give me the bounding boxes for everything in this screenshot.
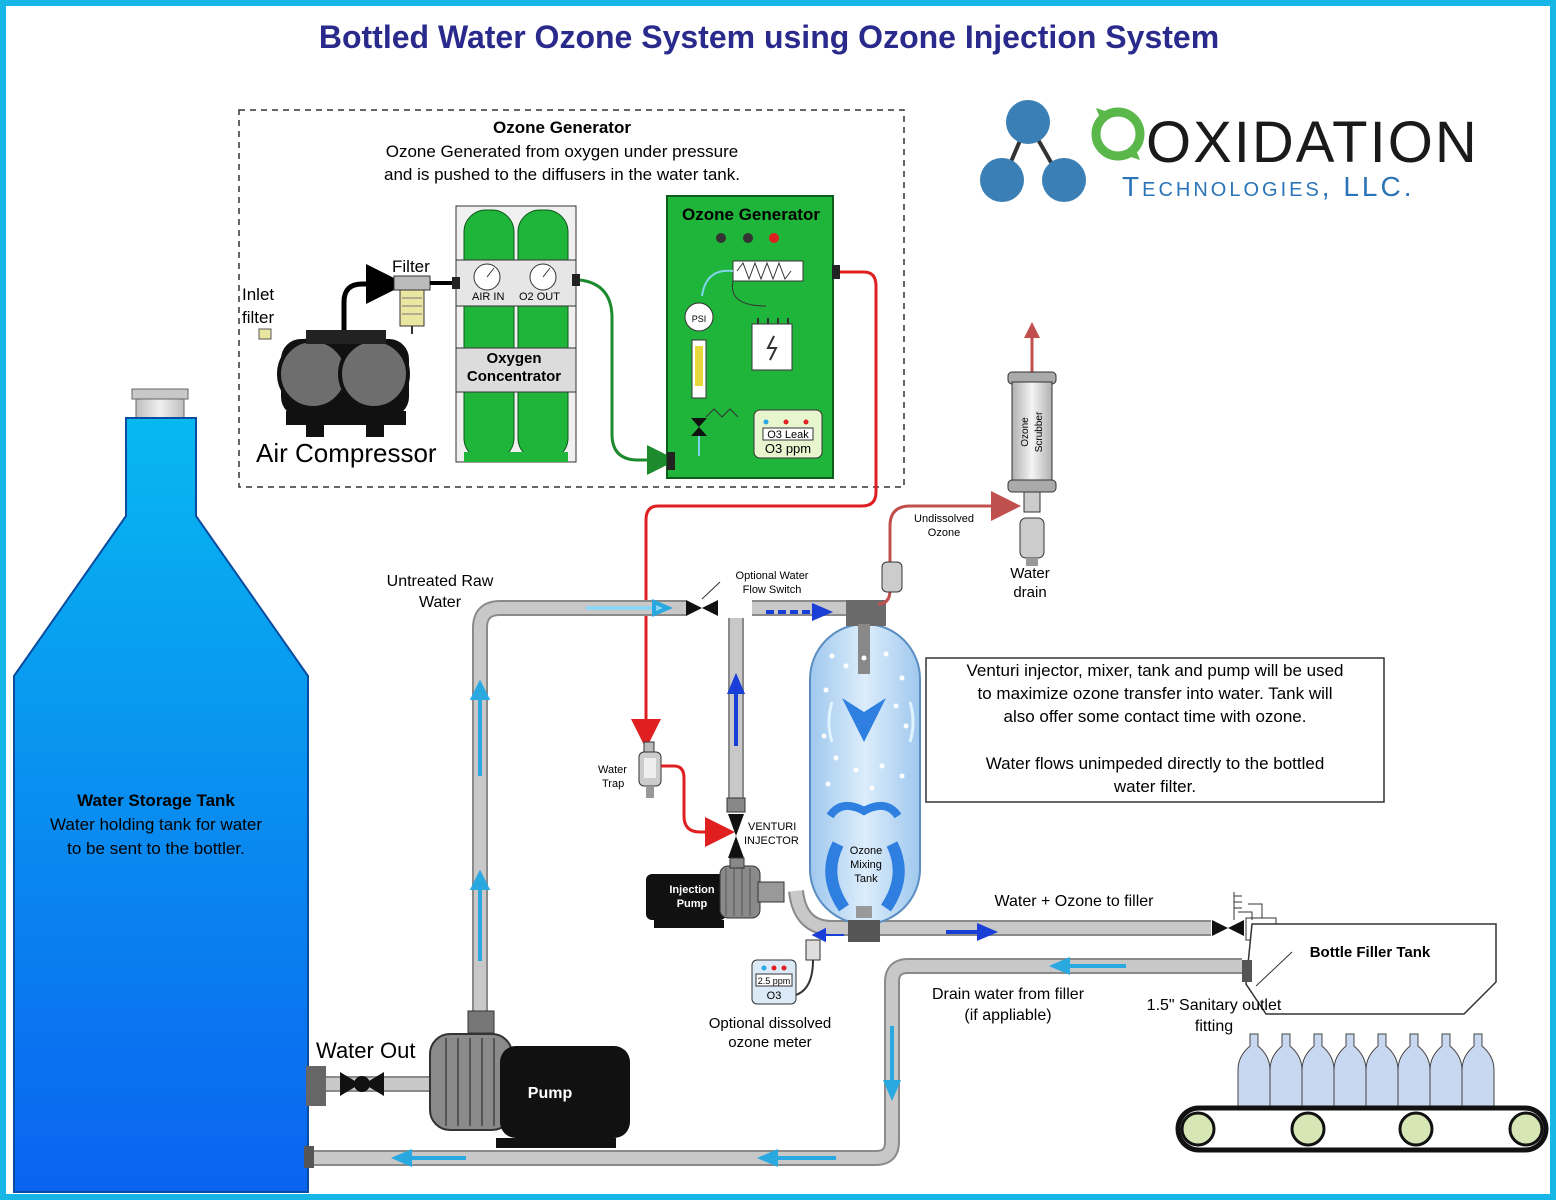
ozone-scrubber	[1007, 322, 1057, 566]
venturi-injector	[726, 797, 746, 858]
page-title: Bottled Water Ozone System using Ozone I…	[319, 19, 1219, 55]
mixing-tank-label-2: Mixing	[850, 859, 882, 871]
venturi-label-2: INJECTOR	[744, 835, 799, 847]
venturi-label-1: VENTURI	[748, 821, 796, 833]
scrubber-label-1: Ozone	[1020, 417, 1031, 447]
water-drain-label-1: Water	[1010, 565, 1049, 582]
oxygen-concentrator	[452, 205, 580, 463]
logo-subtitle: Technologies, LLC.	[1122, 171, 1415, 202]
ozone-system-diagram: Bottled Water Ozone System using Ozone I…	[13, 19, 1549, 1193]
flow-switch	[686, 581, 721, 616]
bottle-filler-tank	[1242, 923, 1497, 1015]
untreated-label-2: Water	[419, 594, 462, 611]
main-pump	[429, 1010, 630, 1148]
bottles	[1237, 1033, 1495, 1107]
injection-pump-label-2: Pump	[677, 898, 708, 910]
water-flow-arrows	[390, 598, 1126, 1168]
sanitary-label-1: 1.5" Sanitary outlet	[1147, 997, 1282, 1014]
water-out-label: Water Out	[316, 1038, 415, 1063]
note-line4: Water flows unimpeded directly to the bo…	[986, 754, 1325, 773]
note-line3: also offer some contact time with ozone.	[1003, 707, 1306, 726]
storage-tank-line2: to be sent to the bottler.	[67, 839, 245, 858]
ozone-gas-line	[631, 270, 878, 749]
flow-switch-label-1: Optional Water	[736, 570, 809, 582]
storage-tank-title: Water Storage Tank	[77, 791, 235, 810]
oxygen-line	[579, 278, 677, 475]
note-line1: Venturi injector, mixer, tank and pump w…	[966, 661, 1343, 680]
note-box	[925, 657, 1385, 803]
water-drain-label-2: drain	[1013, 584, 1046, 601]
untreated-label-1: Untreated Raw	[387, 573, 494, 590]
meter-unit: O3	[767, 990, 782, 1002]
o2-out-label: O2 OUT	[519, 291, 560, 303]
water-ozone-filler-label: Water + Ozone to filler	[994, 893, 1154, 910]
treated-flow-arrows	[726, 602, 999, 943]
inlet-filter-label-2: filter	[242, 308, 274, 327]
generator-box-line1: Ozone Generated from oxygen under pressu…	[386, 142, 738, 161]
injection-pump-label-1: Injection	[669, 884, 715, 896]
oxidation-logo: OXIDATION Technologies, LLC.	[980, 100, 1479, 202]
water-storage-tank	[13, 388, 309, 1193]
mixing-tank-label-3: Tank	[854, 873, 878, 885]
ozone-generator-panel-label: Ozone Generator	[682, 205, 820, 224]
concentrator-label: Concentrator	[467, 368, 561, 385]
degas-valve	[881, 561, 903, 593]
drain-filler-label-1: Drain water from filler	[932, 986, 1085, 1003]
tank-outlet	[304, 1066, 384, 1168]
mixing-tank-label-1: Ozone	[850, 845, 882, 857]
compressed-air-line	[341, 264, 406, 330]
water-trap	[638, 741, 662, 798]
generator-box-line2: and is pushed to the diffusers in the wa…	[384, 165, 740, 184]
pump-label: Pump	[528, 1085, 573, 1102]
sanitary-label-2: fitting	[1195, 1018, 1233, 1035]
dissolved-ozone-meter	[751, 939, 821, 1005]
o3-leak-label: O3 Leak	[767, 429, 809, 441]
bottle-filler-label: Bottle Filler Tank	[1310, 944, 1431, 961]
meter-label-2: ozone meter	[728, 1034, 811, 1051]
meter-label-1: Optional dissolved	[709, 1015, 832, 1032]
inlet-filter-label-1: Inlet	[242, 285, 274, 304]
air-compressor	[258, 328, 410, 437]
conveyor	[1175, 1105, 1549, 1153]
scrubber-label-2: Scrubber	[1034, 411, 1045, 452]
drain-filler-label-2: (if appliable)	[964, 1007, 1051, 1024]
storage-tank-line1: Water holding tank for water	[50, 815, 262, 834]
meter-reading: 2.5 ppm	[758, 976, 791, 986]
undissolved-label-2: Ozone	[928, 527, 960, 539]
ozone-generator-panel	[666, 195, 840, 479]
logo-name: OXIDATION	[1146, 110, 1479, 175]
generator-box-heading: Ozone Generator	[493, 118, 631, 137]
note-line5: water filter.	[1113, 777, 1196, 796]
water-trap-label-2: Trap	[602, 778, 624, 790]
injection-pump	[646, 857, 785, 928]
psi-label: PSI	[692, 314, 707, 324]
undissolved-label-1: Undissolved	[914, 513, 974, 525]
flow-switch-label-2: Flow Switch	[743, 584, 802, 596]
water-trap-label-1: Water	[598, 764, 627, 776]
generator-box	[238, 109, 905, 488]
oxygen-label: Oxygen	[486, 350, 541, 367]
undissolved-ozone-line	[877, 491, 1021, 606]
air-in-label: AIR IN	[472, 291, 504, 303]
note-line2: to maximize ozone transfer into water. T…	[978, 684, 1333, 703]
air-filter	[393, 275, 431, 334]
air-compressor-label: Air Compressor	[256, 438, 437, 468]
ozone-mixing-tank	[809, 600, 921, 942]
trap-to-venturi-line	[661, 764, 735, 847]
filter-label: Filter	[392, 257, 430, 276]
o3-ppm-label: O3 ppm	[765, 441, 811, 456]
